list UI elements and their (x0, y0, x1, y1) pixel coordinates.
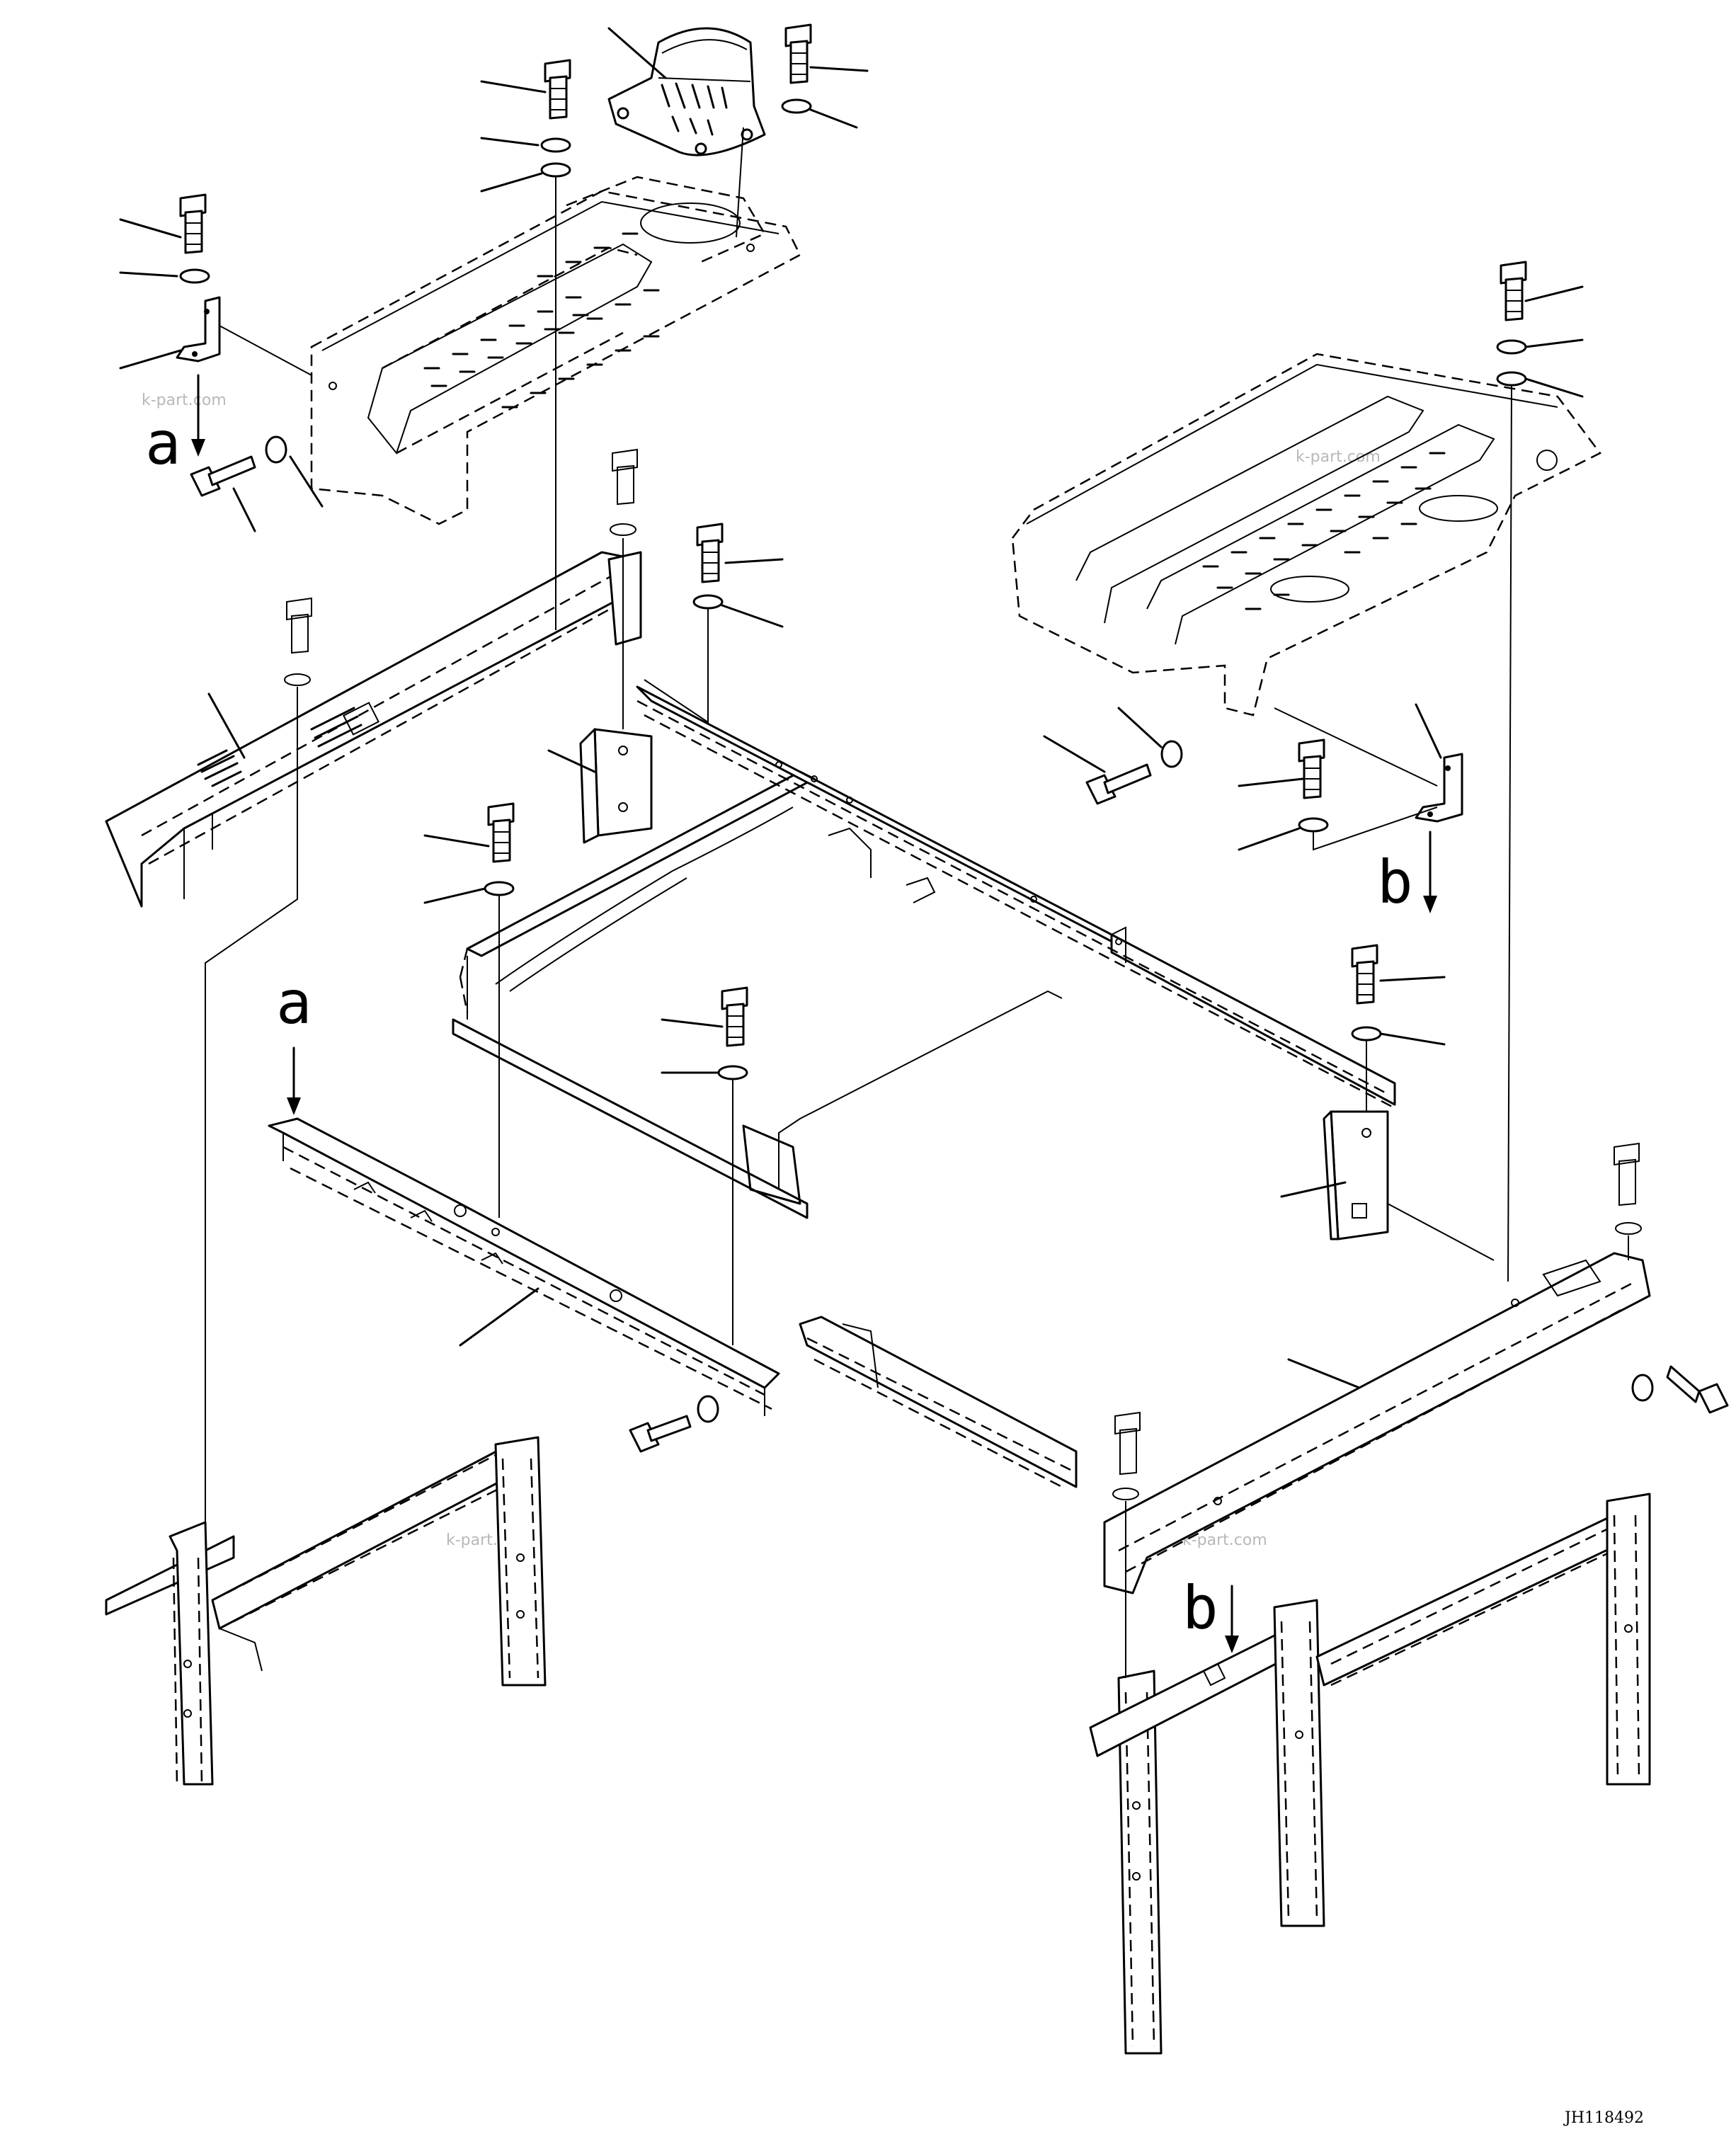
washer (1496, 371, 1527, 387)
support-block-right (1323, 1110, 1389, 1240)
support-block-upper (579, 728, 653, 844)
washer (781, 98, 812, 114)
leader-lines (119, 27, 1584, 1389)
bolt-lower-right-faint (1114, 1411, 1141, 1476)
view-label-a-mid: a (276, 968, 312, 1037)
washer (1631, 1374, 1654, 1402)
view-label-b-top: b (1377, 848, 1413, 917)
vent-slots-right (1202, 452, 1446, 610)
watermark-4: k-part.com (1182, 1531, 1267, 1549)
left-mid-rail (268, 1117, 780, 1416)
vent-slots-left (423, 232, 660, 409)
washers (179, 98, 1654, 1500)
view-label-b-bottom: b (1182, 1573, 1218, 1643)
right-base-frame (1089, 1493, 1651, 2055)
bolt-mid-center (721, 986, 748, 1047)
view-arrows (191, 374, 1437, 1653)
bracket-b (1274, 707, 1463, 823)
washer (1112, 1488, 1139, 1500)
bolt-mid-left (487, 802, 515, 863)
washer (265, 435, 287, 464)
bolt-far-right-side (1666, 1365, 1729, 1414)
bolt-side-left (190, 455, 256, 497)
washer (717, 1065, 748, 1080)
drawing-code: JH118492 (1563, 2109, 1644, 2127)
watermark-2: k-part.com (1296, 448, 1381, 466)
washer (610, 523, 636, 536)
bolt-far-right-faint (1614, 1142, 1640, 1206)
bolt-left-faint (286, 597, 312, 654)
washer (697, 1395, 719, 1423)
bolt-lower-center (629, 1415, 692, 1453)
watermark-1: k-part.com (142, 392, 227, 409)
right-lower-rail (1103, 1252, 1651, 1594)
washer (1298, 817, 1329, 833)
washer (540, 137, 571, 153)
bolt-center-1 (696, 523, 724, 583)
bolt-right-side (1085, 763, 1152, 805)
washer (284, 673, 311, 686)
left-base-frame (105, 1436, 547, 1786)
rail-marking (197, 707, 362, 787)
left-floor-panel (310, 176, 801, 525)
washer (484, 881, 515, 896)
bolt-right-mid (1298, 738, 1325, 799)
washer (692, 594, 724, 610)
bolt-center-faint (612, 448, 638, 506)
washer (1351, 1026, 1382, 1042)
center-seat-frame (452, 685, 1396, 1219)
bolt-right-upper (1500, 261, 1527, 321)
view-label-a-top: a (145, 409, 181, 478)
mid-short-rail (799, 1316, 1078, 1488)
right-floor-panel (1011, 353, 1601, 717)
bolt-top-center (544, 59, 571, 120)
washer (179, 268, 210, 284)
bracket-a (176, 296, 312, 376)
bolt-right-lower (1351, 944, 1378, 1005)
bolt-top-left-1 (179, 193, 207, 254)
washer (1615, 1222, 1642, 1235)
washer (1496, 339, 1527, 355)
washer (1160, 740, 1183, 768)
assembly-guide-lines (205, 127, 1629, 1678)
dome-cover (607, 27, 766, 156)
bolt-top-right (784, 23, 812, 84)
left-upper-rail (105, 551, 642, 908)
washer (540, 162, 571, 178)
